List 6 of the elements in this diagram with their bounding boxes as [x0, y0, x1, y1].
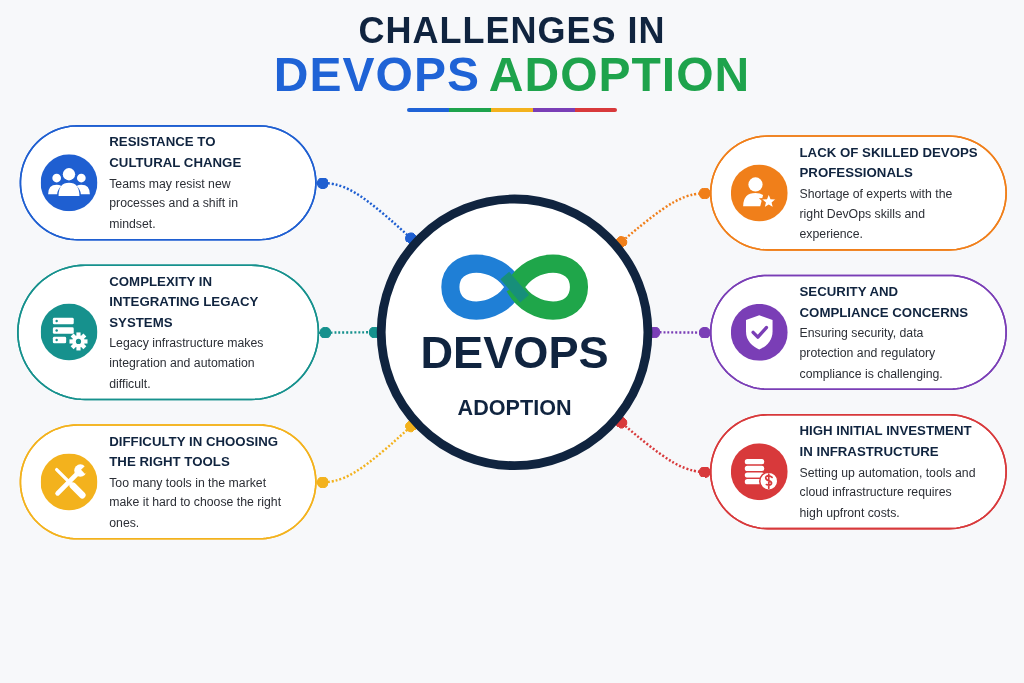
connector — [615, 416, 712, 479]
connector — [316, 177, 417, 245]
node-circle: DEVOPS ADOPTION — [376, 194, 653, 471]
connector — [615, 187, 712, 249]
connector — [316, 420, 417, 489]
diagram-title: CHALLENGES IN DEVOPS ADOPTION — [273, 12, 751, 101]
